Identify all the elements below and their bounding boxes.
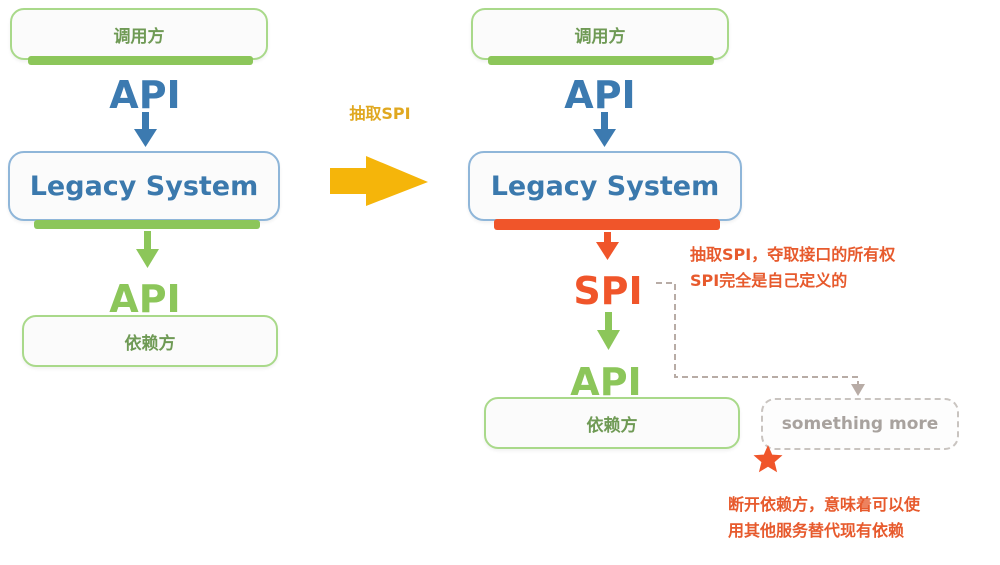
transition-label: 抽取SPI (349, 104, 411, 123)
spi-note: 抽取SPI，夺取接口的所有权 SPI完全是自己定义的 (690, 242, 990, 294)
left-legacy-to-api-arrow (136, 231, 159, 268)
right-api-bottom-label: API (570, 360, 642, 404)
transition-arrow (330, 156, 428, 206)
right-caller-bar (488, 56, 714, 65)
right-caller-label: 调用方 (574, 26, 626, 47)
left-api-to-legacy-arrow (134, 112, 157, 147)
right-legacy-label: Legacy System (490, 170, 720, 202)
left-caller-bar (28, 56, 253, 65)
spi-note-line-2: SPI完全是自己定义的 (690, 271, 848, 290)
right-dependent-label: 依赖方 (586, 415, 638, 436)
break-note-line-2: 用其他服务替代现有依赖 (728, 521, 905, 540)
right-spi-to-api-arrow (597, 312, 620, 350)
star-icon (753, 445, 783, 473)
left-legacy-box: Legacy System (8, 151, 280, 221)
right-legacy-to-spi-arrow (596, 232, 619, 260)
left-api-top-label: API (109, 73, 181, 117)
right-dependent-box: 依赖方 (484, 397, 740, 449)
something-more-box: something more (761, 398, 959, 450)
right-legacy-bar (494, 219, 720, 230)
left-legacy-label: Legacy System (29, 170, 259, 202)
left-caller-box: 调用方 (10, 8, 268, 60)
left-dependent-box: 依赖方 (22, 315, 278, 367)
break-note-line-1: 断开依赖方，意味着可以使 (728, 495, 921, 514)
spi-note-line-1: 抽取SPI，夺取接口的所有权 (690, 245, 896, 264)
break-note: 断开依赖方，意味着可以使 用其他服务替代现有依赖 (728, 492, 998, 544)
left-legacy-bar (34, 220, 260, 229)
right-api-to-legacy-arrow (593, 112, 616, 147)
something-more-label: something more (781, 414, 939, 434)
right-api-top-label: API (564, 73, 636, 117)
left-dependent-label: 依赖方 (124, 333, 176, 354)
right-spi-label: SPI (573, 269, 643, 313)
left-caller-label: 调用方 (113, 26, 165, 47)
spi-to-something-more-dashed-arrow (656, 282, 865, 396)
left-api-bottom-label: API (109, 277, 181, 321)
right-caller-box: 调用方 (471, 8, 729, 60)
